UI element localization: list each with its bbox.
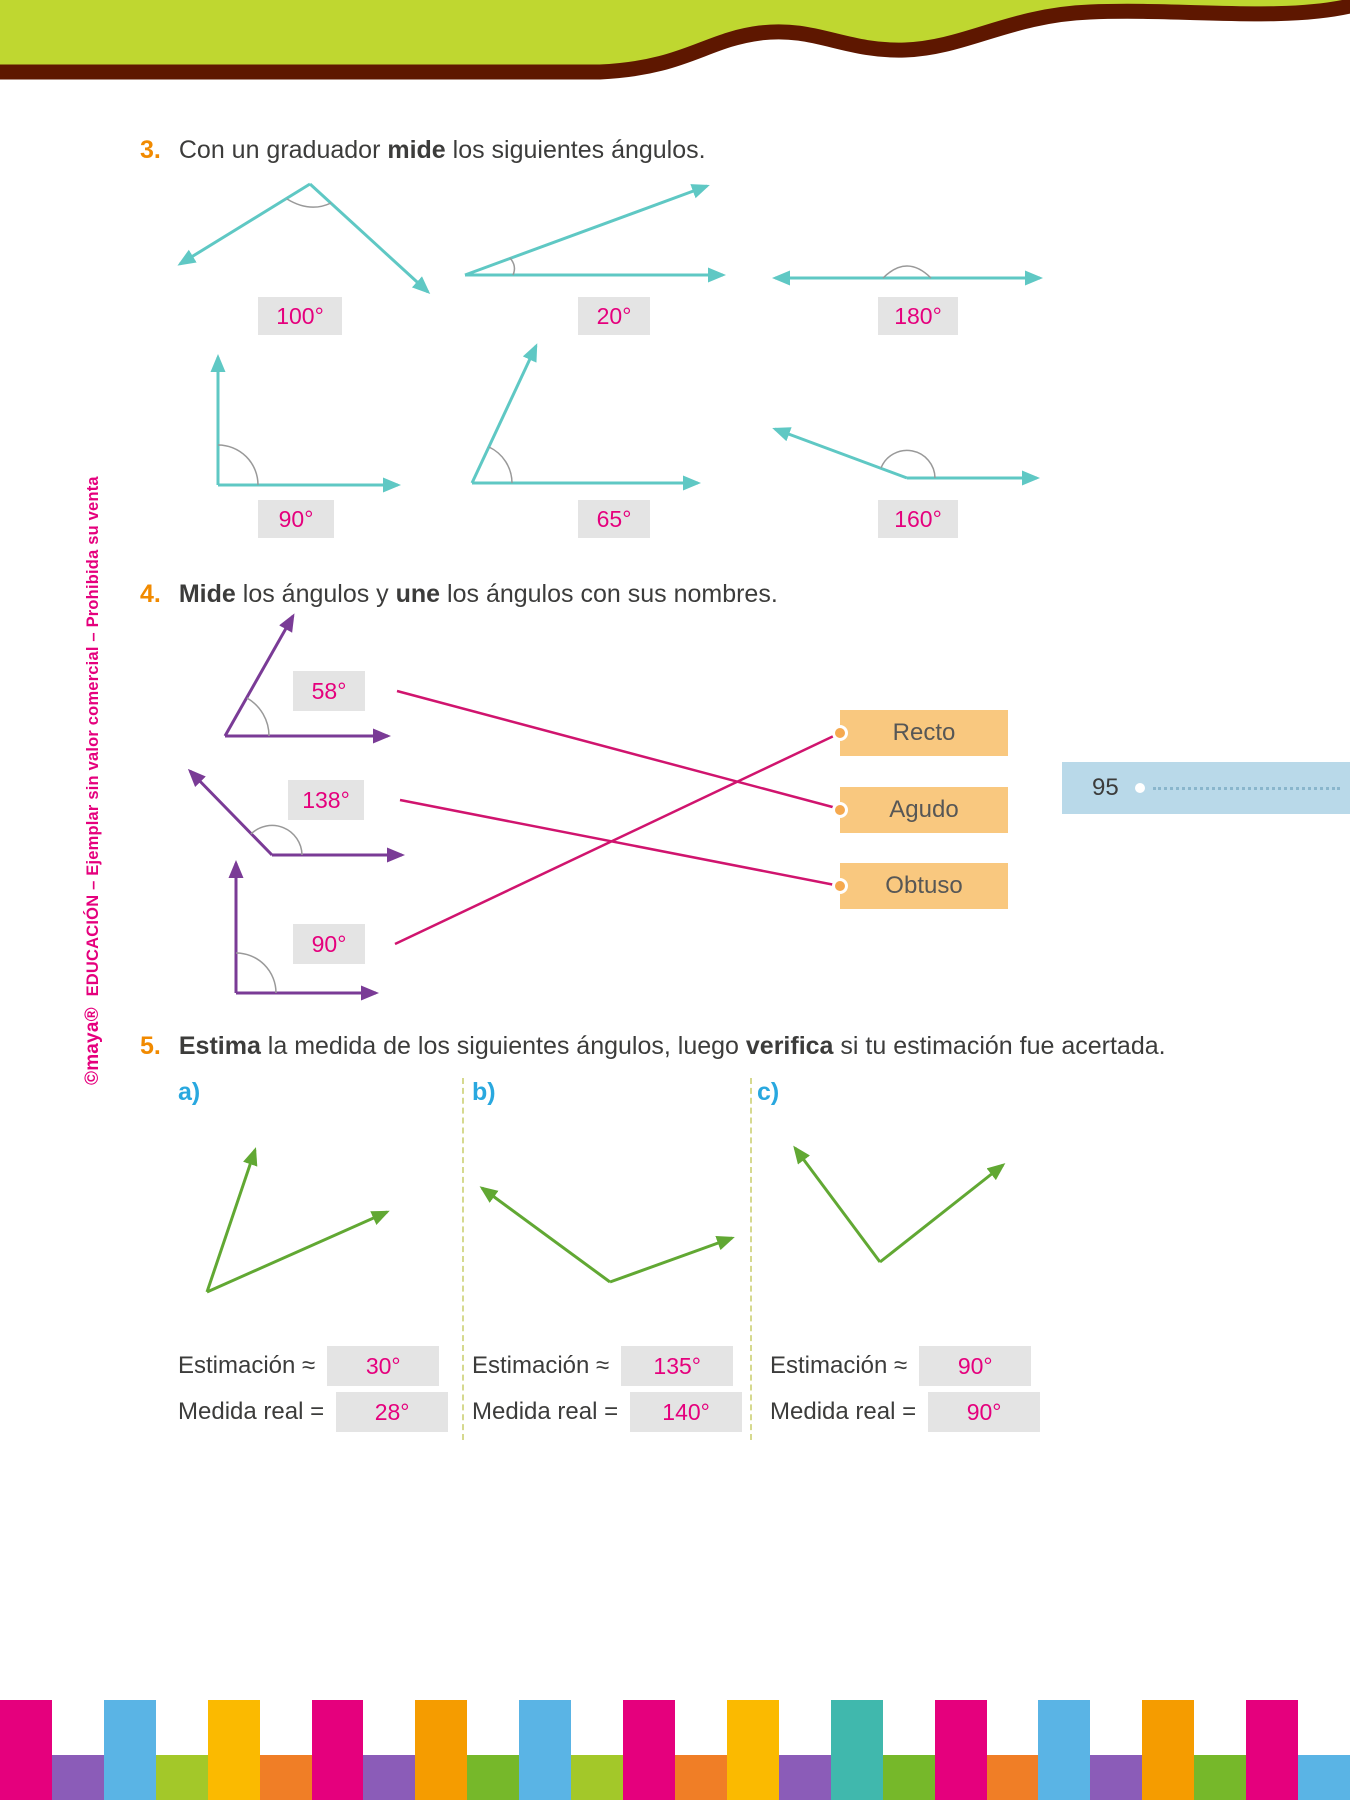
item-letter-b: b) xyxy=(472,1078,496,1106)
angle-figure-90 xyxy=(210,354,401,493)
real-label: Medida real = xyxy=(472,1398,619,1425)
page-number: 95 xyxy=(1092,774,1119,801)
item-letter-a: a) xyxy=(178,1078,201,1106)
border-block xyxy=(207,1700,260,1800)
connector-dot xyxy=(832,802,848,818)
bottom-border xyxy=(0,1700,1350,1800)
exercise-3-title: 3. Con un graduador mide los siguientes … xyxy=(140,136,706,165)
border-block xyxy=(726,1700,779,1800)
name-box-recto: Recto xyxy=(840,710,1008,756)
border-block xyxy=(571,1755,624,1800)
border-block xyxy=(623,1700,675,1800)
exercise-5-title: 5. Estima la medida de los siguientes án… xyxy=(140,1032,1166,1061)
estimation-label: Estimación ≈ xyxy=(770,1352,908,1379)
angle-figure-180 xyxy=(772,265,1043,286)
connector-dot xyxy=(832,725,848,741)
publisher-logo: ©maya® xyxy=(82,1007,103,1085)
real-row-a: Medida real = 28° xyxy=(178,1392,449,1432)
estimate-angle-a xyxy=(205,1147,390,1294)
item-letter-c: c) xyxy=(757,1078,780,1106)
angle-answer: 65° xyxy=(578,500,650,538)
estimation-value: 30° xyxy=(327,1346,440,1386)
real-label: Medida real = xyxy=(178,1398,325,1425)
border-block xyxy=(986,1755,1039,1800)
border-block xyxy=(674,1755,727,1800)
exercise-4-number: 4. xyxy=(140,580,161,608)
tab-circle-icon xyxy=(1134,783,1145,793)
column-separator xyxy=(750,1078,752,1440)
tab-dotted-line xyxy=(1152,786,1340,790)
estimation-value: 135° xyxy=(621,1346,734,1386)
border-block xyxy=(415,1700,468,1800)
real-value: 28° xyxy=(336,1392,449,1432)
exercise-5-instruction: Estima la medida de los siguientes ángul… xyxy=(178,1032,1166,1060)
border-block xyxy=(1246,1700,1299,1800)
border-block xyxy=(1090,1755,1143,1800)
exercise-3-instruction: Con un graduador mide los siguientes áng… xyxy=(178,136,706,164)
border-block xyxy=(519,1700,572,1800)
border-block xyxy=(363,1755,416,1800)
name-box-agudo: Agudo xyxy=(840,787,1008,833)
real-label: Medida real = xyxy=(770,1398,917,1425)
estimation-label: Estimación ≈ xyxy=(472,1352,610,1379)
border-block xyxy=(0,1700,52,1800)
estimation-value: 90° xyxy=(919,1346,1032,1386)
border-block xyxy=(1038,1700,1091,1800)
publisher-imprint: ©maya® EDUCACIÓN – Ejemplar sin valor co… xyxy=(82,476,104,1085)
border-block xyxy=(103,1700,156,1800)
estimation-row-a: Estimación ≈ 30° xyxy=(178,1346,440,1386)
angle-answer: 180° xyxy=(878,297,958,335)
real-row-c: Medida real = 90° xyxy=(770,1392,1041,1432)
angle-answer: 160° xyxy=(878,500,958,538)
column-separator xyxy=(462,1078,464,1440)
angle-answer: 90° xyxy=(258,500,334,538)
border-block xyxy=(259,1755,312,1800)
angle-figure-20 xyxy=(464,184,726,283)
page-number-tab: 95 xyxy=(1062,762,1350,814)
angle-answer: 100° xyxy=(258,297,342,335)
angle-figure-65 xyxy=(470,343,701,491)
header-decoration xyxy=(0,0,1350,80)
estimation-row-b: Estimación ≈ 135° xyxy=(472,1346,734,1386)
border-block xyxy=(311,1700,364,1800)
name-box-obtuso: Obtuso xyxy=(840,863,1008,909)
estimation-label: Estimación ≈ xyxy=(178,1352,316,1379)
angle-label: 138° xyxy=(288,780,364,820)
border-block xyxy=(51,1755,104,1800)
real-row-b: Medida real = 140° xyxy=(472,1392,743,1432)
angle-label: 90° xyxy=(293,924,365,964)
border-block xyxy=(934,1700,987,1800)
angle-figure-160 xyxy=(772,427,1040,486)
border-block xyxy=(882,1755,935,1800)
publisher-imprint-text: EDUCACIÓN – Ejemplar sin valor comercial… xyxy=(84,476,102,997)
angle-figure-90-right xyxy=(228,860,379,1001)
border-block xyxy=(467,1755,520,1800)
real-value: 140° xyxy=(630,1392,743,1432)
border-block xyxy=(1194,1755,1247,1800)
exercise-5-number: 5. xyxy=(140,1032,161,1060)
exercise-3-number: 3. xyxy=(140,136,161,164)
connector-dot xyxy=(832,878,848,894)
exercise-4-title: 4. Mide los ángulos y une los ángulos co… xyxy=(140,580,778,609)
angle-figure-138 xyxy=(187,768,405,863)
exercise-4-instruction: Mide los ángulos y une los ángulos con s… xyxy=(178,580,778,608)
estimation-row-c: Estimación ≈ 90° xyxy=(770,1346,1032,1386)
estimate-angle-c xyxy=(793,1145,1006,1264)
border-block xyxy=(155,1755,208,1800)
border-block xyxy=(778,1755,831,1800)
border-block xyxy=(1142,1700,1195,1800)
angle-figure-100 xyxy=(177,182,431,295)
angle-answer: 20° xyxy=(578,297,650,335)
border-block xyxy=(830,1700,883,1800)
angle-figure-58 xyxy=(223,613,391,744)
border-block xyxy=(1298,1755,1350,1800)
estimate-angle-b xyxy=(479,1186,735,1284)
angle-label: 58° xyxy=(293,671,365,711)
real-value: 90° xyxy=(928,1392,1041,1432)
